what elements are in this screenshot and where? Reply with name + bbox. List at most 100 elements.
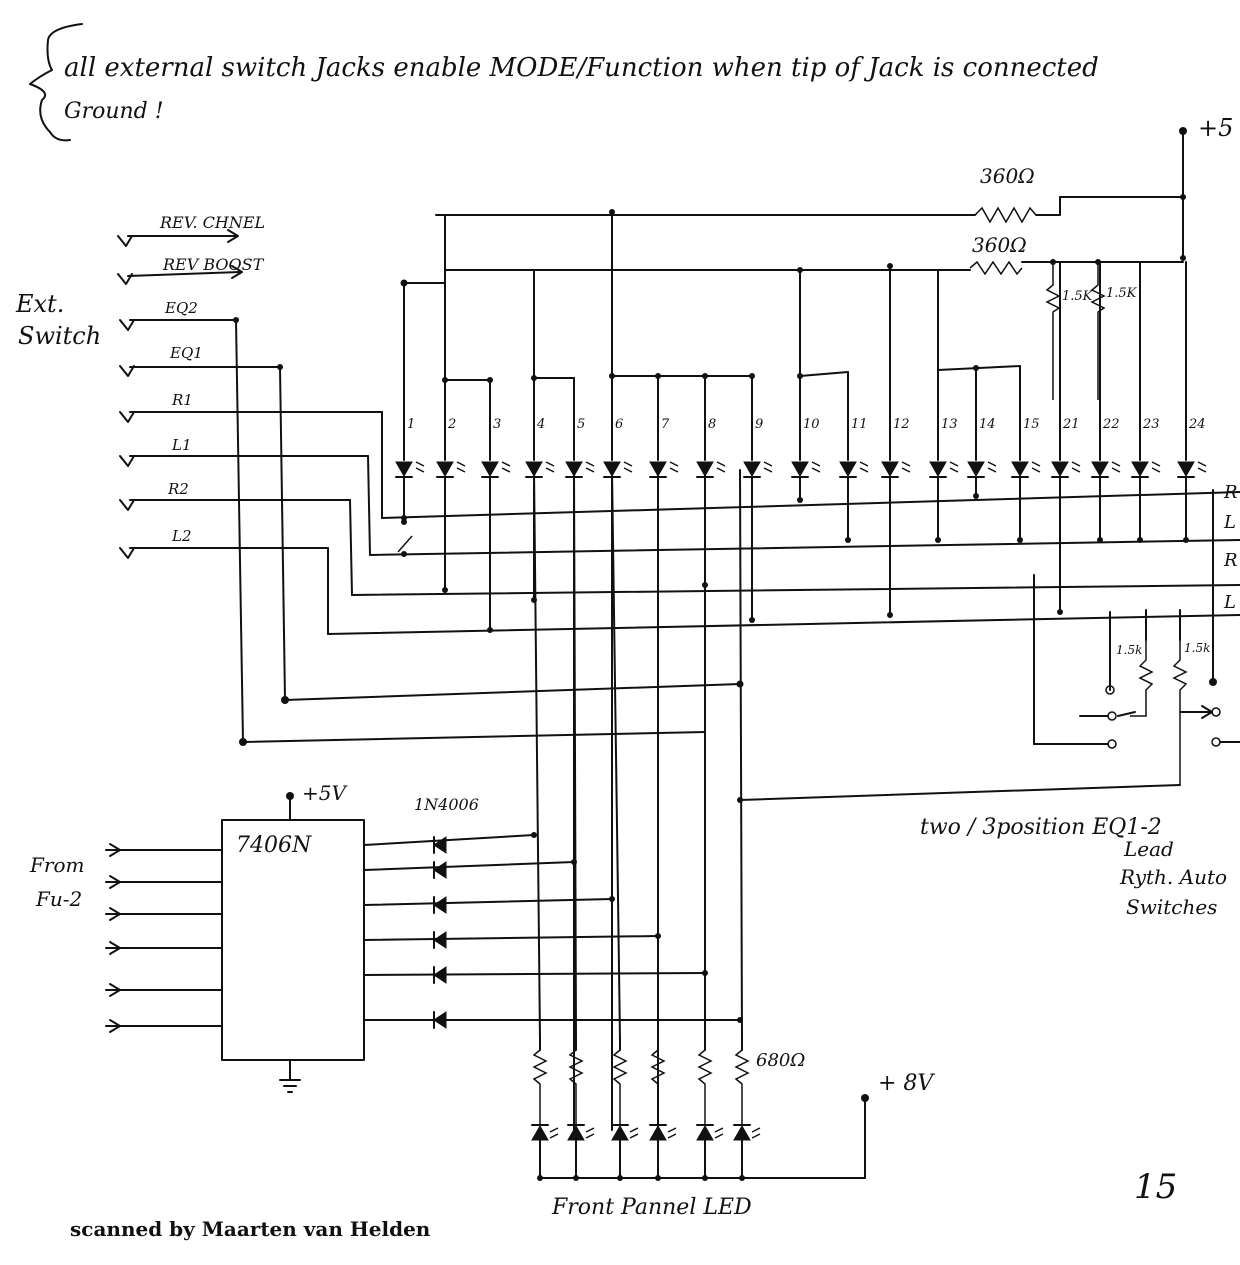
r15k-c-label: 1.5k — [1116, 643, 1142, 657]
front-panel-bus: + 8V 680Ω Front Pannel LED — [539, 1050, 935, 1220]
led-14: 14 — [967, 367, 997, 499]
led-11: 11 — [839, 371, 869, 543]
top-rail-2: 360Ω — [400, 233, 1184, 287]
input-routing — [327, 411, 1240, 635]
led-number: 14 — [979, 417, 996, 432]
resistor-360-b-label: 360Ω — [972, 233, 1027, 257]
led-12: 12 — [881, 265, 911, 618]
led-number: 11 — [851, 417, 868, 432]
ext-switch-title-1: Ext. — [15, 290, 64, 318]
chip-input-4 — [105, 941, 223, 955]
led-group-buses — [442, 365, 1021, 497]
led-10: 10 — [791, 269, 821, 503]
led-number: 7 — [661, 417, 670, 432]
top-rail-1: 360Ω — [435, 164, 1184, 224]
led-2: 2 — [436, 214, 466, 593]
switch-note-line4: Switches — [1126, 895, 1217, 919]
led-number: 5 — [577, 417, 585, 432]
three-position-switches: 1.5k 1.5k two / 3position EQ1-2 Lead Ryt… — [737, 489, 1240, 919]
led-1: 1 — [395, 282, 425, 521]
switch-note-line1: two / 3position EQ1-2 — [920, 815, 1162, 840]
resistor-360-a — [974, 206, 1037, 224]
chip-vcc-label: +5V — [302, 781, 348, 805]
chip-name: 7406N — [236, 833, 312, 858]
front-panel-label: Front Pannel LED — [551, 1195, 752, 1220]
chip-output-2 — [363, 859, 577, 879]
supply-plus5: +5 — [1179, 114, 1233, 261]
plus8v-label: + 8V — [878, 1071, 935, 1096]
led-number: 4 — [536, 417, 545, 432]
chip-output-5 — [363, 966, 708, 984]
led-number: 12 — [893, 417, 910, 432]
led-number: 3 — [493, 417, 501, 432]
chip-output-3 — [363, 896, 615, 914]
diode-label: 1N4006 — [414, 795, 479, 814]
ext-switch-title-2: Switch — [18, 322, 101, 350]
chip-input-1 — [105, 843, 223, 857]
ext-switch-block: Ext. Switch REV. CHNEL REV BOOST EQ2 EQ1… — [15, 213, 383, 559]
front-panel-led-1 — [531, 1039, 559, 1181]
led-17: 22 — [1091, 261, 1121, 543]
ext-line-rev-boost: REV BOOST — [162, 255, 265, 274]
front-panel-led-5 — [696, 1039, 724, 1181]
ext-line-r1: R1 — [171, 391, 193, 409]
front-panel-led-3 — [611, 1039, 639, 1181]
r15k-a-label: 1.5K — [1062, 289, 1094, 304]
right-label-2: R — [1223, 550, 1238, 571]
led-number: 8 — [708, 417, 716, 432]
header-line1: all external switch Jacks enable MODE/Fu… — [64, 53, 1099, 83]
page-number: 15 — [1134, 1167, 1177, 1207]
chip-output-1 — [363, 832, 537, 854]
led-number: 22 — [1102, 417, 1120, 432]
ext-line-rev-channel: REV. CHNEL — [159, 213, 265, 232]
ext-line-l1: L1 — [171, 436, 192, 454]
header-note: all external switch Jacks enable MODE/Fu… — [29, 23, 1099, 142]
led-number: 2 — [447, 417, 456, 432]
led-13: 13 — [929, 269, 959, 543]
chip-input-2 — [105, 875, 223, 889]
led-8: 8 — [696, 375, 726, 588]
ext-line-eq1: EQ1 — [169, 344, 203, 362]
switch-note-line3: Ryth. Auto — [1119, 865, 1227, 889]
front-panel-led-2 — [567, 1039, 595, 1181]
chip-input-5 — [105, 983, 223, 997]
chip-output-4 — [363, 931, 661, 949]
plus5-label: +5 — [1198, 114, 1233, 142]
r15k-b-label: 1.5K — [1106, 286, 1138, 301]
led-number: 10 — [803, 417, 820, 432]
ext-line-r2: R2 — [167, 480, 189, 498]
right-label-0: R — [1223, 482, 1238, 503]
front-panel-leds — [531, 469, 761, 1181]
resistor-360-a-label: 360Ω — [980, 164, 1035, 188]
led-number: 13 — [941, 417, 958, 432]
led-15: 15 — [1011, 365, 1041, 543]
chip-from-1: From — [29, 853, 84, 877]
switch-note-line2: Lead — [1123, 837, 1174, 861]
r680-label: 680Ω — [756, 1050, 805, 1071]
led-number: 1 — [407, 417, 415, 432]
right-label-3: L — [1223, 592, 1236, 613]
led-19: 24 — [1177, 261, 1207, 543]
led-9: 9 — [743, 375, 773, 623]
chip-input-3 — [105, 907, 223, 921]
ext-line-l2: L2 — [171, 527, 192, 545]
chip-input-6 — [105, 1019, 223, 1033]
led-16: 21 — [1051, 261, 1081, 615]
led-3: 3 — [481, 379, 511, 633]
chip-7406n: 7406N +5V From Fu-2 1N4006 — [29, 781, 479, 1093]
chip-from-2: Fu-2 — [35, 887, 82, 911]
led-7: 7 — [649, 375, 679, 1131]
eq-runs — [233, 317, 744, 746]
header-line2: Ground ! — [64, 99, 164, 124]
right-bus-labels: R L R L — [1223, 482, 1238, 613]
front-panel-led-4 — [649, 1039, 677, 1181]
right-label-1: L — [1223, 512, 1236, 533]
r15k-d-label: 1.5k — [1184, 641, 1210, 655]
led-number: 6 — [615, 417, 623, 432]
scan-credit: scanned by Maarten van Helden — [70, 1217, 431, 1241]
led-number: 15 — [1023, 417, 1040, 432]
led-18: 23 — [1131, 261, 1161, 543]
led-5: 5 — [565, 377, 595, 1131]
chip-output-6 — [363, 1011, 743, 1029]
